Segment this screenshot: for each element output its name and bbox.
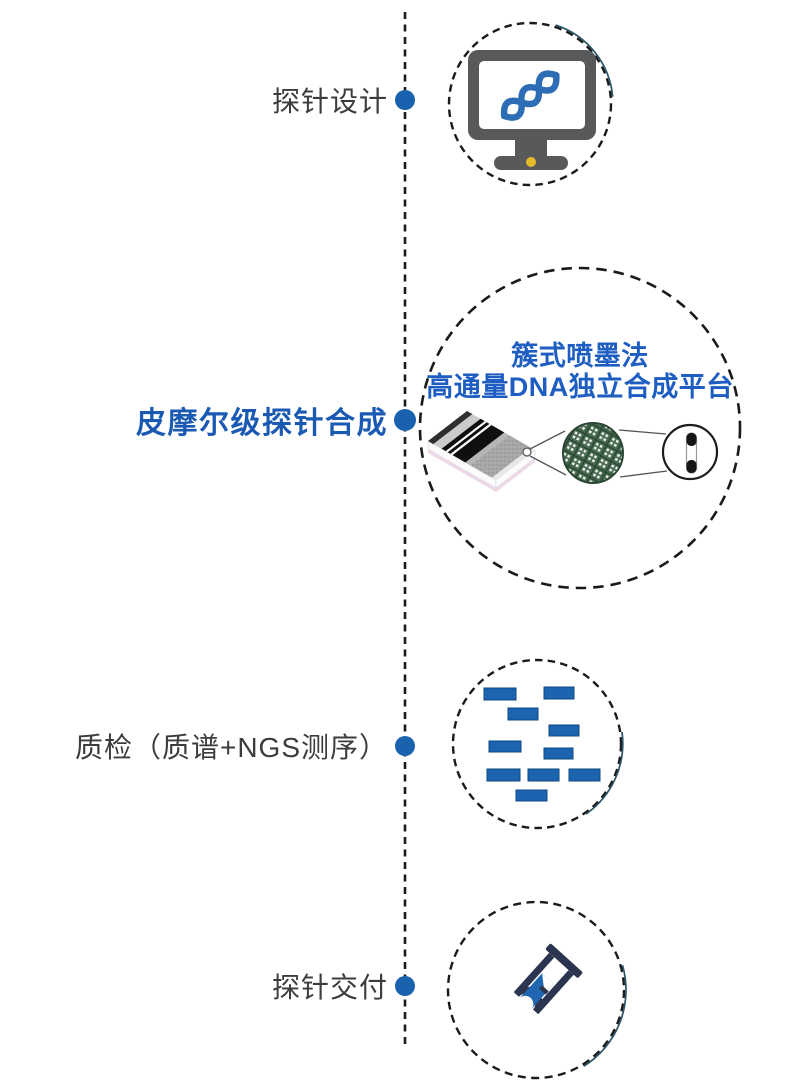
spot-array-magnifier-icon bbox=[562, 422, 624, 484]
dna-fragment-bar bbox=[483, 687, 517, 701]
chip-zoom-point bbox=[522, 447, 532, 457]
accent-arc bbox=[585, 731, 624, 815]
accent-arc bbox=[555, 24, 614, 97]
annotation-line2: 高通量DNA独立合成平台 bbox=[426, 372, 734, 402]
dna-fragment-bar bbox=[515, 789, 548, 802]
timeline-dot-synthesis bbox=[394, 409, 416, 431]
step-circle-qc bbox=[451, 658, 624, 830]
zoom-line bbox=[618, 429, 667, 435]
dna-fragment-bar bbox=[548, 724, 580, 737]
step-label-quality-check: 质检（质谱+NGS测序） bbox=[74, 732, 388, 763]
step-label-probe-design: 探针设计 bbox=[271, 86, 388, 117]
dna-fragment-bar bbox=[543, 747, 574, 760]
step-circle-design bbox=[447, 21, 614, 187]
step-circle-delivery bbox=[446, 900, 627, 1080]
timeline-dot-design bbox=[395, 90, 415, 110]
step-label-probe-synthesis: 皮摩尔级探针合成 bbox=[136, 407, 388, 440]
test-tube-icon bbox=[513, 943, 583, 1015]
accent-arc bbox=[583, 964, 627, 1068]
microarray-chip-icon bbox=[427, 411, 536, 492]
dna-fragment-bar bbox=[507, 707, 539, 721]
monitor-power-light bbox=[526, 157, 536, 167]
dna-helix-icon bbox=[500, 70, 560, 121]
zoom-line bbox=[619, 470, 668, 478]
dna-fragments-icon bbox=[483, 686, 601, 802]
dna-fragment-bar bbox=[486, 768, 521, 782]
dna-fragment-bar bbox=[568, 768, 601, 782]
monitor-dna-icon bbox=[468, 50, 596, 170]
synthesis-annotation: 簇式喷墨法 高通量DNA独立合成平台 bbox=[420, 341, 740, 403]
dna-fragment-bar bbox=[488, 740, 522, 753]
zoom-line bbox=[529, 455, 567, 476]
timeline-dot-delivery bbox=[395, 976, 415, 996]
timeline-dot-qc bbox=[395, 736, 415, 756]
step-circle-synthesis bbox=[418, 266, 742, 590]
probe-capsule-magnifier-icon bbox=[661, 423, 719, 481]
dna-fragment-bar bbox=[527, 768, 560, 782]
zoom-line bbox=[529, 430, 566, 450]
dna-fragment-bar bbox=[543, 686, 575, 700]
annotation-line1: 簇式喷墨法 bbox=[511, 341, 649, 371]
step-label-probe-delivery: 探针交付 bbox=[271, 972, 388, 1003]
